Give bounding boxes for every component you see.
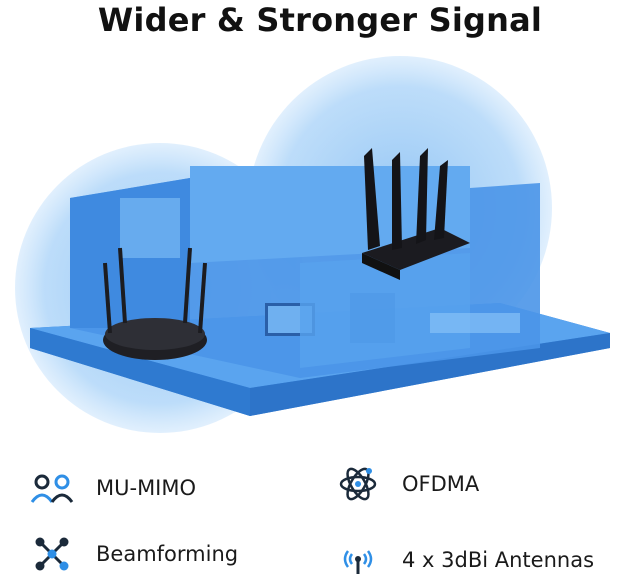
feature-label: OFDMA [402, 472, 480, 496]
feature-antennas: 4 x 3dBi Antennas [336, 542, 594, 578]
feature-label: 4 x 3dBi Antennas [402, 548, 595, 572]
feature-label: MU-MIMO [96, 476, 197, 500]
feature-mu-mimo: MU-MIMO [30, 470, 196, 506]
feature-beamforming: Beamforming [30, 536, 238, 572]
antenna-signal-icon [336, 542, 380, 578]
house-illustration [15, 56, 610, 433]
router-left [103, 247, 207, 360]
network-nodes-icon [30, 536, 74, 572]
feature-label: Beamforming [96, 542, 239, 566]
page-title: Wider & Stronger Signal [97, 1, 543, 39]
atom-icon [336, 466, 380, 502]
router-right [362, 148, 470, 280]
users-icon [30, 470, 74, 506]
feature-ofdma: OFDMA [336, 466, 479, 502]
